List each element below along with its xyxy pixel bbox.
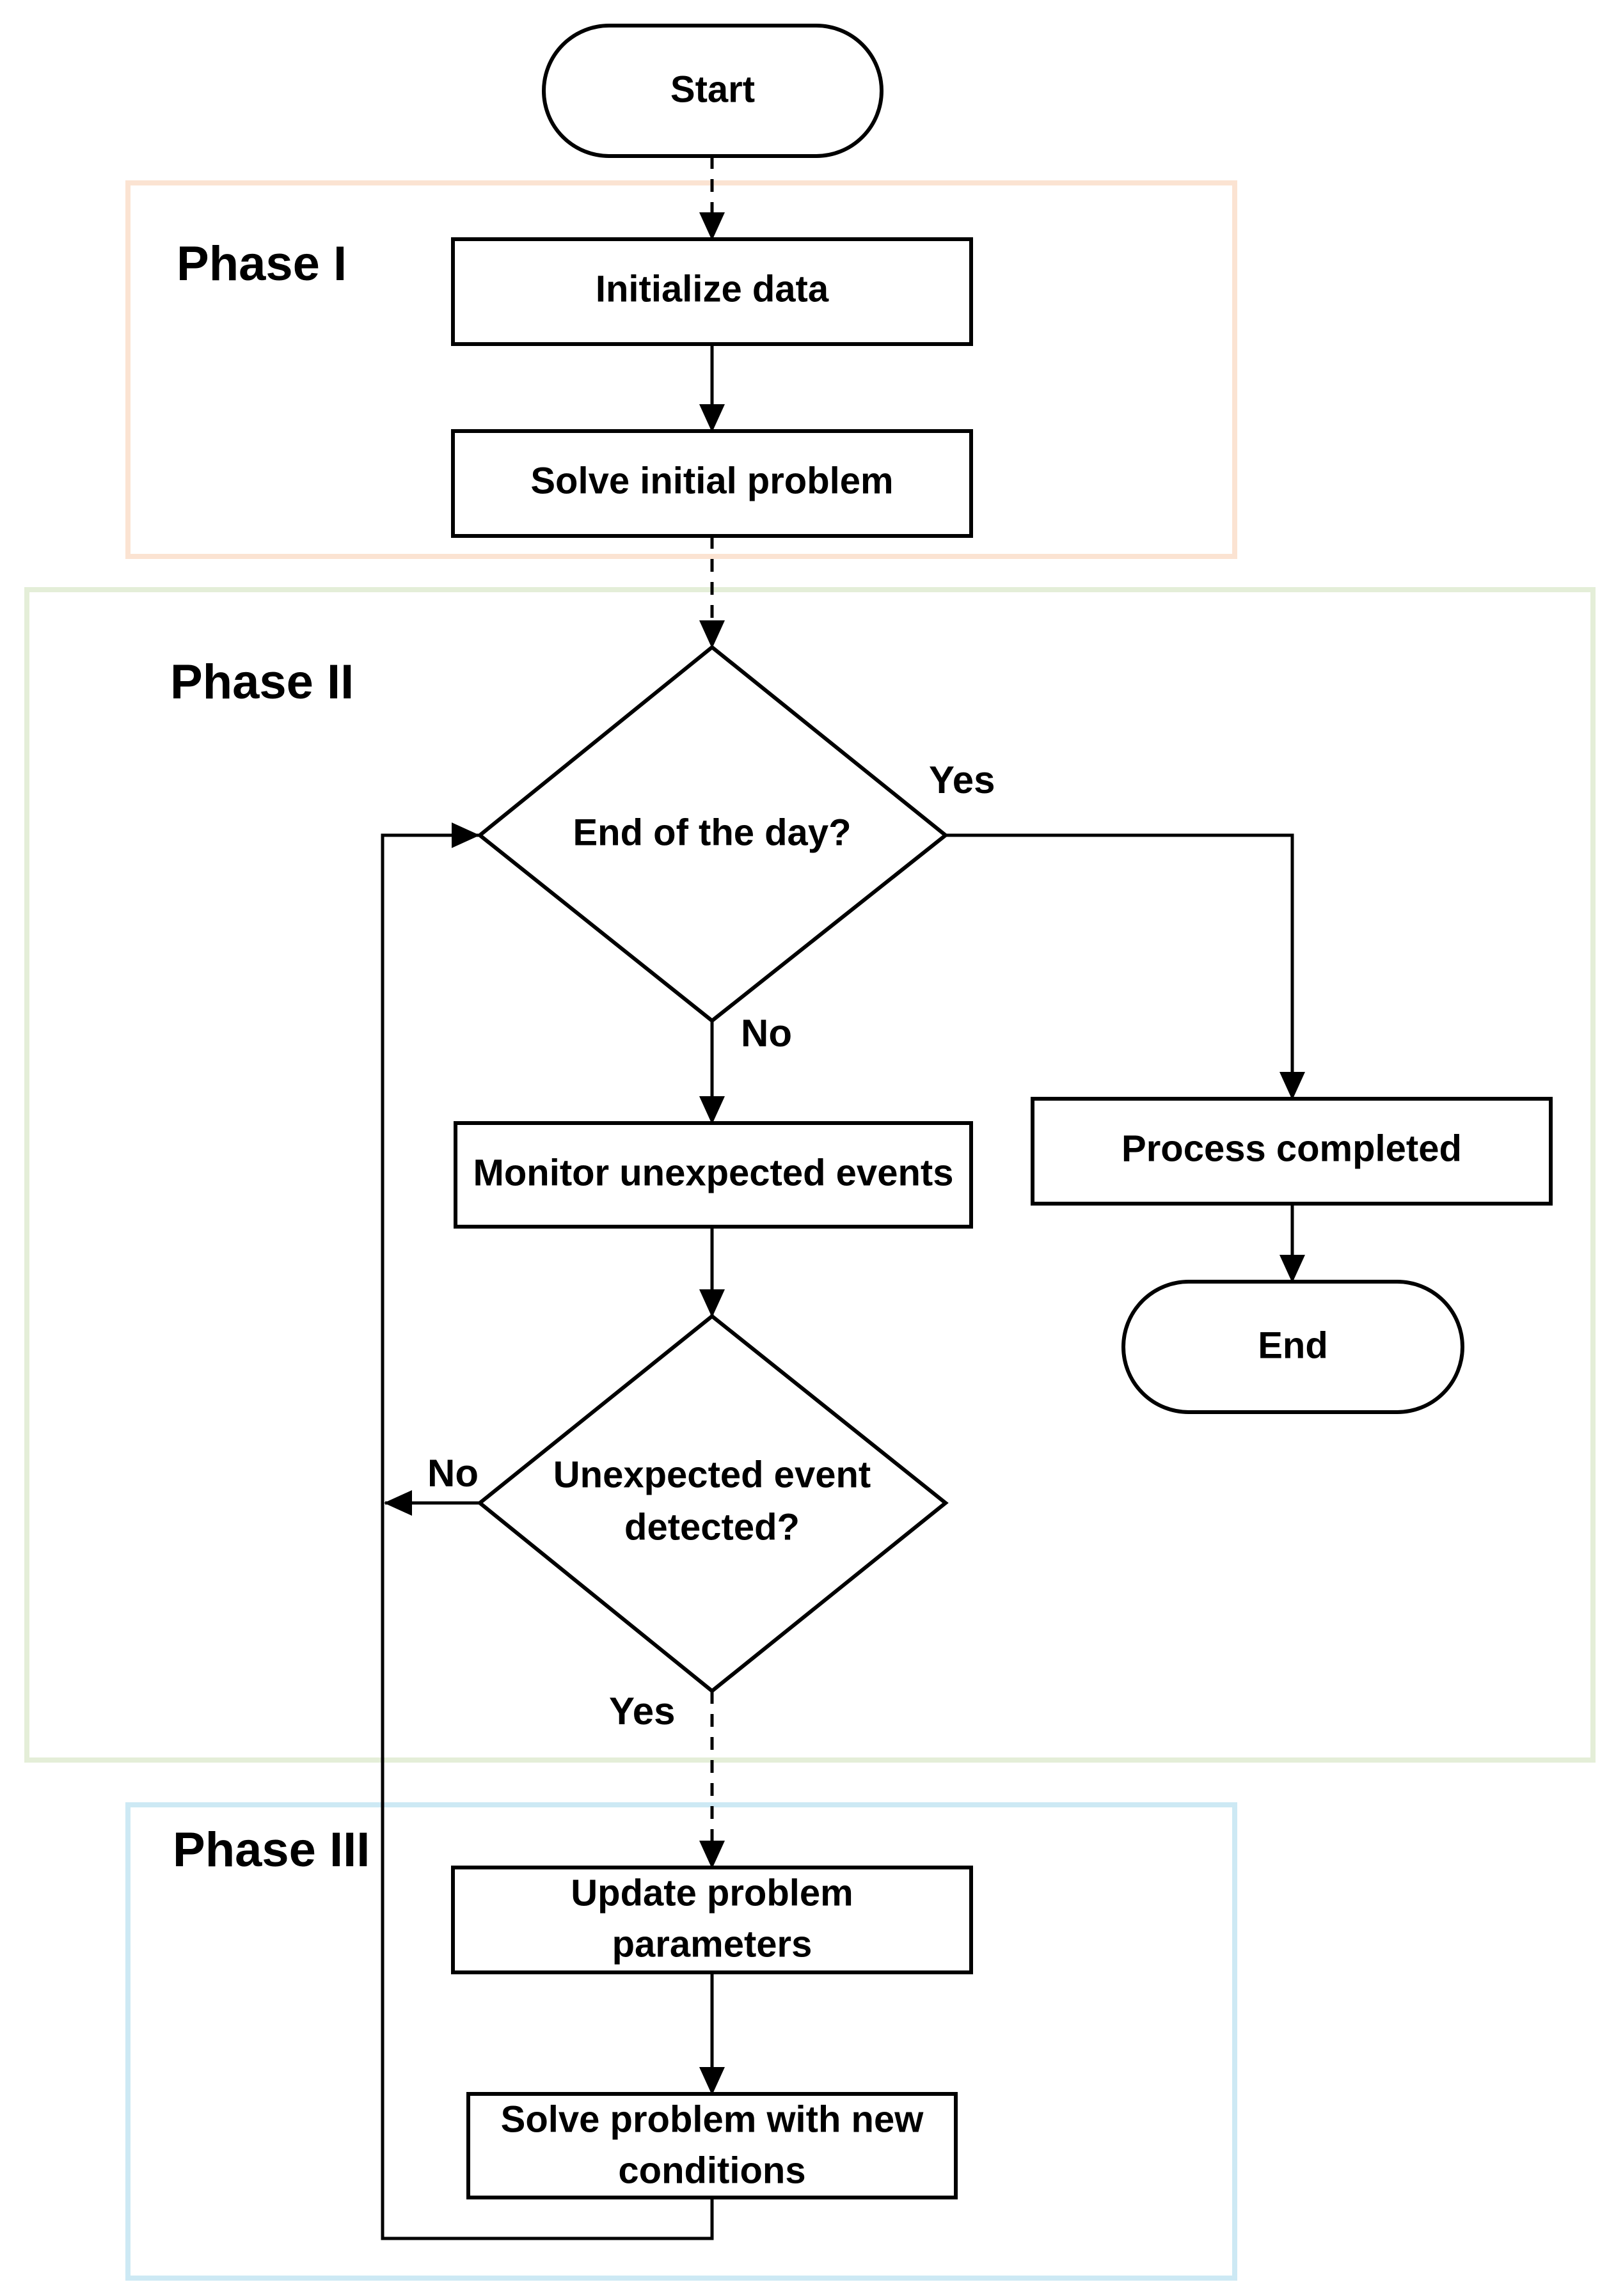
event-detected-decision [477, 1314, 949, 1694]
update-parameters-label-line1: Update problem [571, 1872, 853, 1914]
monitor-label: Monitor unexpected events [473, 1152, 954, 1193]
solve-new-conditions-label-line2: conditions [618, 2150, 805, 2191]
edge-loop-back [381, 822, 714, 2240]
start-terminal [542, 24, 883, 158]
solve-initial-box [451, 429, 973, 538]
phase-3-frame [125, 1802, 1237, 2281]
phase-2-label: Phase II [170, 655, 354, 709]
event-yes-label: Yes [609, 1690, 675, 1733]
process-completed-box [1031, 1097, 1553, 1206]
process-completed-label: Process completed [1121, 1128, 1462, 1169]
phase-3-label: Phase III [173, 1823, 370, 1877]
solve-new-conditions-box [466, 2092, 958, 2199]
end-terminal [1121, 1280, 1464, 1414]
solve-new-conditions-label-line1: Solve problem with new [501, 2098, 924, 2140]
end-of-day-yes-label: Yes [929, 759, 995, 801]
phase-2-frame [24, 587, 1596, 1763]
update-parameters-box [451, 1866, 973, 1974]
event-detected-label-line2: detected? [624, 1506, 800, 1548]
initialize-box [451, 237, 973, 346]
end-of-day-decision [477, 645, 949, 1023]
end-label: End [1258, 1325, 1328, 1366]
event-no-label: No [427, 1452, 479, 1495]
update-parameters-label-line2: parameters [612, 1923, 812, 1965]
end-of-day-no-label: No [741, 1012, 792, 1055]
phase-1-frame [125, 180, 1237, 559]
start-label: Start [670, 68, 755, 110]
phase-1-label: Phase I [177, 237, 347, 291]
edge-decision-yes [946, 833, 1305, 1100]
monitor-box [454, 1121, 973, 1229]
initialize-label: Initialize data [596, 268, 829, 310]
event-detected-label-line1: Unexpected event [553, 1454, 871, 1495]
solve-initial-label: Solve initial problem [530, 460, 893, 501]
end-of-day-label: End of the day? [573, 812, 852, 853]
